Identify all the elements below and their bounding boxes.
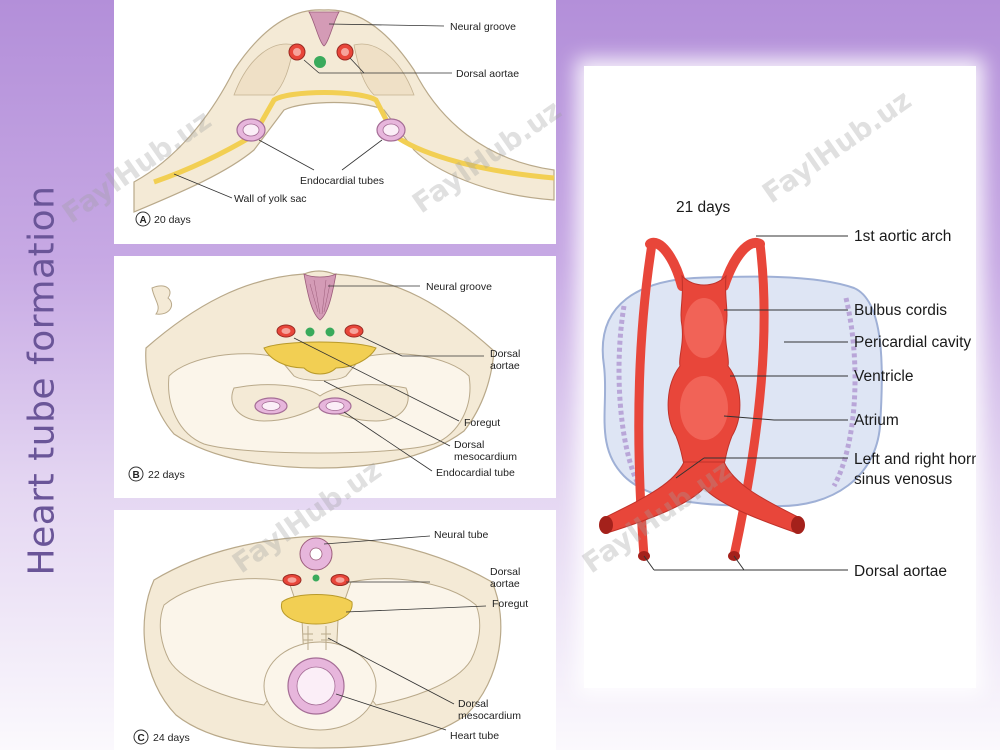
diagram-panel-20-days: Neural groove Dorsal aortae Endocardial …: [114, 0, 556, 244]
stage-age-c: 24 days: [153, 732, 190, 744]
aortic-arch-right: [719, 237, 765, 291]
notochord: [314, 56, 326, 68]
stage-badge-b: [128, 466, 144, 482]
neural-groove-shape: [303, 273, 337, 321]
orientation-glyph: [151, 285, 172, 315]
right-mesoderm: [353, 43, 415, 96]
notochord: [312, 574, 320, 582]
label-pericardial-cavity: Pericardial cavity: [854, 334, 971, 351]
label-atrium: Atrium: [854, 412, 899, 429]
label-horns-line2: sinus venosus: [854, 471, 952, 488]
label-first-aortic-arch: 1st aortic arch: [854, 228, 951, 245]
label-bulbus-cordis: Bulbus cordis: [854, 302, 947, 319]
stage-age-b: 22 days: [148, 469, 185, 481]
label-dorsal-aortae: Dorsal aortae: [456, 68, 519, 80]
stage-badge-a: [135, 211, 151, 227]
label-endocardial-tubes: Endocardial tubes: [300, 175, 384, 187]
label-dorsal-mesocardium-line2: mesocardium: [458, 710, 521, 722]
label-dorsal-mesocardium-line2: mesocardium: [454, 451, 517, 463]
label-neural-tube: Neural tube: [434, 529, 488, 541]
diagram-panel-22-days: Neural groove Dorsal aortae Foregut Dors…: [114, 256, 556, 498]
diagram-21-days: 21 days: [599, 199, 976, 580]
label-dorsal-aortae-line2: aortae: [490, 360, 520, 372]
label-dorsal-aortae-line1: Dorsal: [490, 566, 520, 578]
stage-letter-c: C: [138, 733, 145, 744]
label-dorsal-aortae-line1: Dorsal: [490, 348, 520, 360]
diagram-24-days: Neural tube Dorsal aortae Foregut Dorsal…: [133, 529, 528, 749]
label-dorsal-mesocardium-line1: Dorsal: [454, 439, 484, 451]
pericardial-cavity-shape: [601, 275, 883, 508]
label-neural-groove: Neural groove: [426, 281, 492, 293]
label-ventricle: Ventricle: [854, 368, 913, 385]
foregut-shape: [280, 594, 353, 625]
stage-letter-a: A: [140, 215, 147, 226]
label-wall-of-yolk-sac: Wall of yolk sac: [234, 193, 307, 205]
label-age-21-days: 21 days: [676, 199, 731, 216]
diagram-20-days: Neural groove Dorsal aortae Endocardial …: [133, 9, 555, 227]
label-neural-groove: Neural groove: [450, 21, 516, 33]
notochord: [305, 327, 315, 337]
label-heart-tube: Heart tube: [450, 730, 499, 742]
mesocardium-shape: [303, 626, 331, 650]
yolk-sac-wall: [153, 90, 555, 185]
label-dorsal-mesocardium-line1: Dorsal: [458, 698, 488, 710]
diagram-panel-24-days: Neural tube Dorsal aortae Foregut Dorsal…: [114, 510, 556, 750]
label-foregut: Foregut: [464, 417, 500, 429]
slide-title: Heart tube formation: [2, 150, 82, 610]
horn-opening-left: [599, 516, 613, 534]
horn-opening-right: [791, 516, 805, 534]
diagram-panel-21-days: 21 days: [584, 66, 976, 688]
stage-badge-c: [133, 729, 149, 745]
label-foregut: Foregut: [492, 598, 528, 610]
label-endocardial-tube: Endocardial tube: [436, 467, 515, 479]
stage-age-a: 20 days: [154, 214, 191, 226]
sinus-venosus-horns: [603, 461, 801, 533]
label-horns-line1: Left and right horns: [854, 451, 976, 468]
stage-letter-b: B: [133, 470, 140, 481]
aortic-arch-left: [645, 237, 687, 291]
foregut-shape: [263, 341, 377, 375]
neural-groove-shape: [308, 11, 340, 47]
slide-title-text: Heart tube formation: [21, 185, 63, 575]
label-dorsal-aortae: Dorsal aortae: [854, 563, 947, 580]
label-dorsal-aortae-line2: aortae: [490, 578, 520, 590]
diagram-22-days: Neural groove Dorsal aortae Foregut Dors…: [128, 270, 520, 482]
